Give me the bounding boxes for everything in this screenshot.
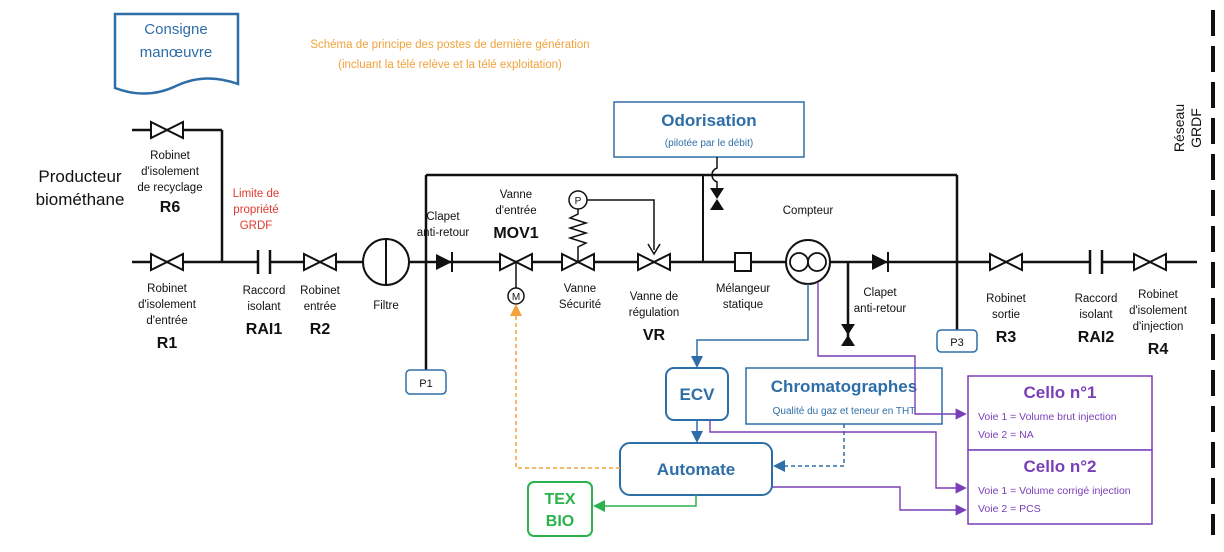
r2-line-2: entrée [304, 301, 337, 313]
valve-r3-icon [989, 252, 1023, 272]
melangeur-line-2: statique [723, 299, 763, 311]
chromato-title: Chromatographes [771, 377, 917, 396]
cello-1-voie-1: Voie 1 = Volume brut injection [978, 411, 1117, 423]
producteur-line-1: Producteur [38, 167, 121, 186]
rai2-line-1: Raccord [1075, 293, 1118, 305]
securite-line-1: Vanne [564, 283, 596, 295]
bio-label: BIO [546, 513, 574, 530]
valve-r2-icon [303, 252, 337, 272]
limite-line-2: propriété [233, 204, 278, 216]
cello-2-voie-2: Voie 2 = PCS [978, 503, 1041, 515]
valve-r6-icon [150, 120, 184, 140]
mixer-icon [734, 252, 752, 272]
odorisation-box [613, 101, 805, 158]
blue-signal-lines [691, 284, 845, 472]
r6-code: R6 [160, 199, 181, 216]
rai1-line-2: isolant [247, 301, 281, 313]
chromato-box [745, 367, 943, 425]
pilot-label: P [575, 196, 582, 207]
bypass-valve-icon [841, 324, 855, 346]
r4-line-3: d'injection [1133, 321, 1184, 333]
cello-2-title: Cello n°2 [1024, 457, 1097, 476]
r4-line-2: d'isolement [1129, 305, 1188, 317]
mov1-code: MOV1 [493, 225, 538, 242]
clapet-2-line-2: anti-retour [854, 303, 907, 315]
clapet-1-line-1: Clapet [426, 211, 460, 223]
melangeur-line-1: Mélangeur [716, 283, 771, 295]
spring-icon [567, 209, 589, 262]
producteur-line-2: biométhane [36, 190, 125, 209]
odor-valve-icon [710, 188, 724, 210]
p3-sensor [936, 329, 978, 353]
reseau-line-1: Réseau [1171, 104, 1187, 152]
mov1-line-2: d'entrée [495, 205, 536, 217]
r3-line-1: Robinet [986, 293, 1026, 305]
r3-code: R3 [996, 329, 1017, 346]
r1-code: R1 [157, 335, 178, 352]
odorisation-subtitle: (pilotée par le débit) [665, 138, 753, 149]
vr-line-2: régulation [629, 307, 680, 319]
consigne-line-1: Consigne [144, 21, 207, 38]
title-line-2: (incluant la télé relève et la télé expl… [338, 59, 562, 71]
securite-line-2: Sécurité [559, 299, 601, 311]
valve-r4-icon [1133, 252, 1167, 272]
clapet-1-line-2: anti-retour [417, 227, 470, 239]
cello-1-title: Cello n°1 [1024, 383, 1097, 402]
r6-line-2: d'isolement [141, 166, 200, 178]
r3-line-2: sortie [992, 309, 1020, 321]
compteur-label: Compteur [783, 205, 834, 217]
orange-control-line [510, 304, 620, 469]
consigne-line-2: manœuvre [140, 44, 213, 61]
r2-code: R2 [310, 321, 331, 338]
p1-sensor [405, 369, 447, 395]
r4-code: R4 [1148, 341, 1169, 358]
purple-signal-lines [709, 282, 967, 516]
vr-code: VR [643, 327, 666, 344]
check-valve-1-icon [436, 254, 452, 270]
title-line-1: Schéma de principe des postes de dernièr… [310, 39, 589, 51]
rai2-line-2: isolant [1079, 309, 1113, 321]
consigne-document-shape [113, 12, 240, 95]
ecv-label: ECV [680, 385, 716, 404]
pilot-line [587, 199, 655, 250]
r1-line-2: d'isolement [138, 299, 197, 311]
rai1-line-1: Raccord [243, 285, 286, 297]
mov1-line-1: Vanne [500, 189, 532, 201]
tex-label: TEX [544, 491, 575, 508]
reseau-label: Réseau GRDF [1171, 104, 1204, 152]
r4-line-1: Robinet [1138, 289, 1178, 301]
rai2-code: RAI2 [1078, 329, 1115, 346]
rai1-code: RAI1 [246, 321, 283, 338]
filtre-label: Filtre [373, 300, 399, 312]
limite-line-1: Limite de [233, 188, 280, 200]
check-valve-2-icon [872, 254, 888, 270]
cello-2-voie-1: Voie 1 = Volume corrigé injection [978, 485, 1131, 497]
chromato-subtitle: Qualité du gaz et teneur en THT [773, 406, 916, 417]
limite-line-3: GRDF [240, 220, 273, 232]
cello-1-box [967, 375, 1153, 451]
p3-label: P3 [950, 337, 963, 349]
cello-2-box [967, 449, 1153, 525]
r6-line-1: Robinet [150, 150, 190, 162]
odor-feed-line [711, 157, 718, 188]
tex-bio-box [527, 481, 593, 537]
vr-line-1: Vanne de [630, 291, 678, 303]
r6-line-3: de recyclage [137, 182, 202, 194]
r1-line-1: Robinet [147, 283, 187, 295]
r1-line-3: d'entrée [146, 315, 187, 327]
clapet-2-line-1: Clapet [863, 287, 897, 299]
r2-line-1: Robinet [300, 285, 340, 297]
motor-label: M [512, 292, 520, 303]
valve-r1-icon [150, 252, 184, 272]
valve-vr-icon [637, 252, 671, 272]
automate-label: Automate [657, 460, 735, 479]
cello-1-voie-2: Voie 2 = NA [978, 429, 1034, 441]
odorisation-title: Odorisation [661, 111, 756, 130]
green-signal-line [593, 495, 697, 512]
p1-label: P1 [419, 378, 432, 390]
reseau-line-2: GRDF [1188, 108, 1204, 148]
